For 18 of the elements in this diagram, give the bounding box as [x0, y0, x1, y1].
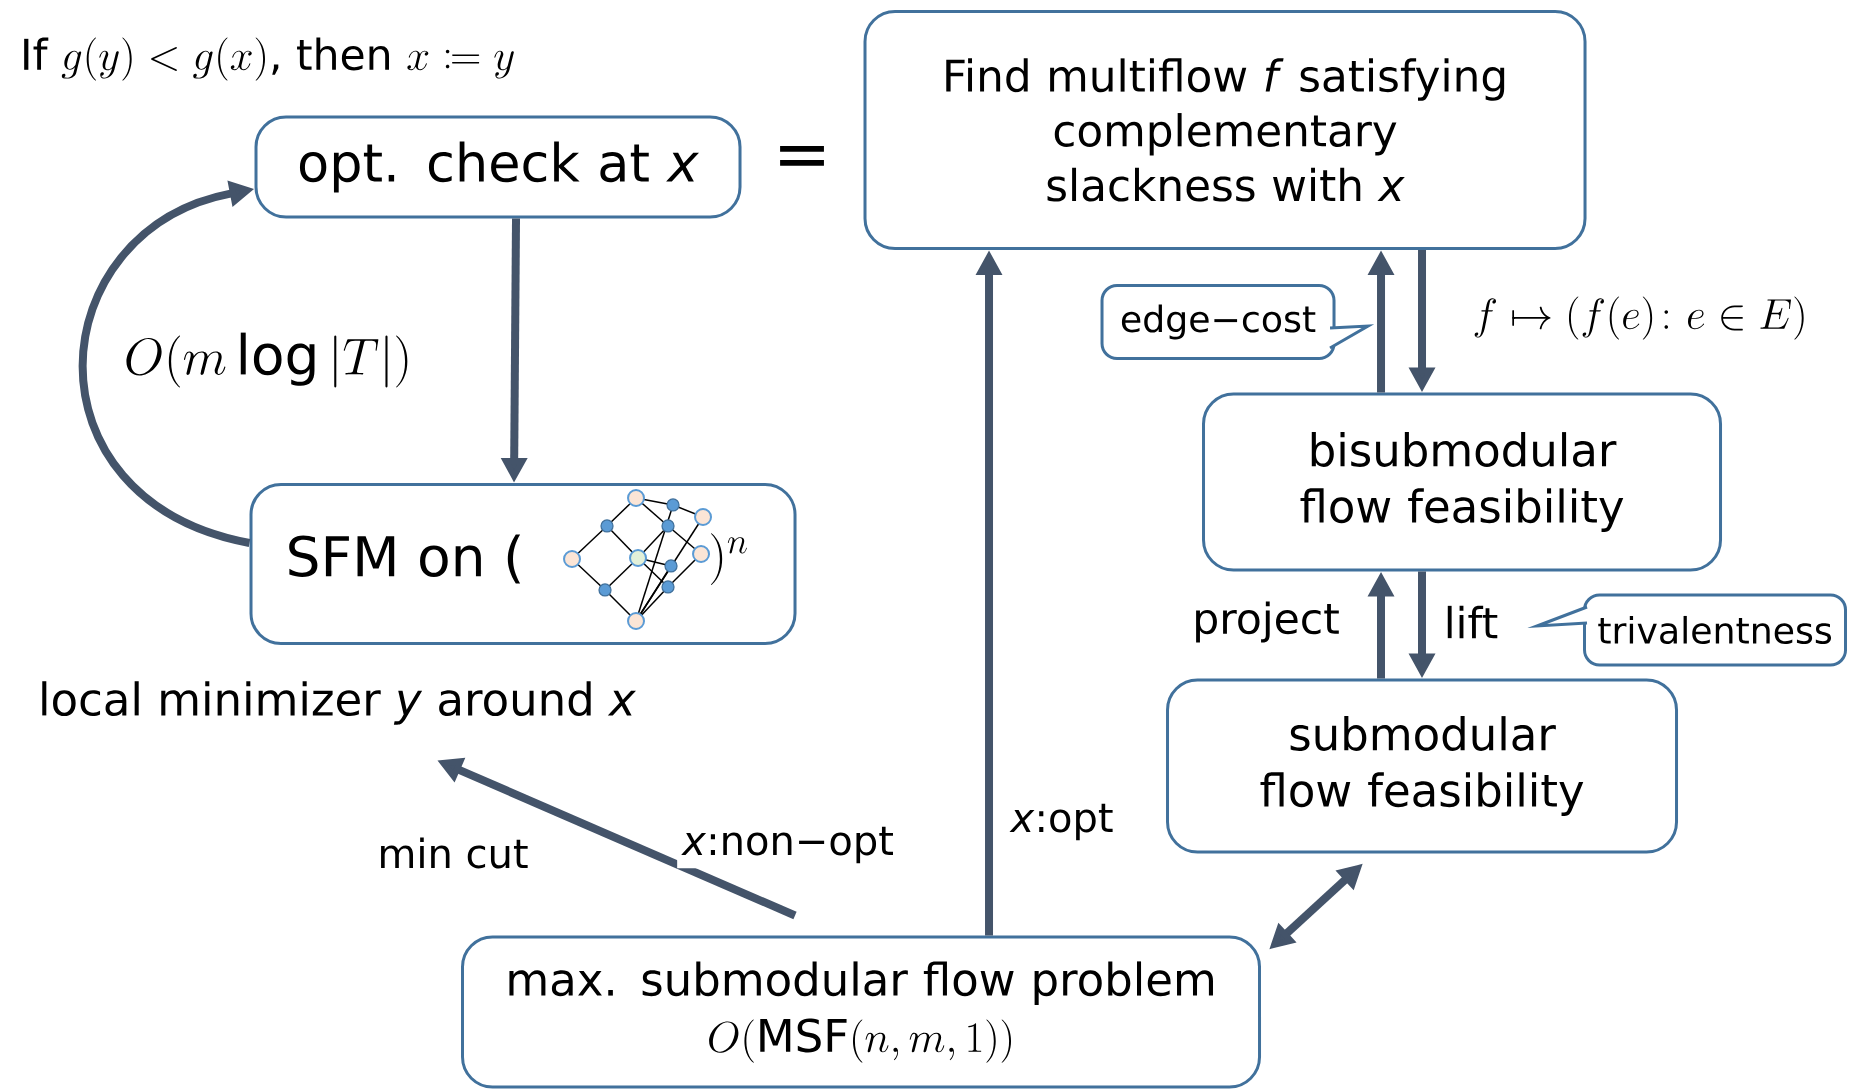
text-label: $\text{If }g(y)<g(x)\text{, then }x\coloneqq y$ [24, 37, 514, 81]
process-box: SFM on ( $)^{n}$ [249, 483, 797, 645]
edge-label: $f\mapsto(f(e)\colon e\in E)$ [1467, 291, 1813, 345]
edge-label: x:opt [1005, 798, 1119, 846]
edge-label: lift [1438, 600, 1504, 644]
process-box: Find multiflow f satisfying complementary slackness with x [863, 10, 1587, 250]
edge-label: $O(m\log|T|)$ [118, 327, 418, 393]
edge-label: project [1187, 596, 1345, 648]
text-label: = [780, 146, 824, 166]
process-box: submodular flow feasibility [1166, 678, 1678, 854]
callout-box: edge−cost [1100, 284, 1375, 360]
process-box: bisubmodular flow feasibility [1202, 392, 1723, 572]
text-label: min cut [381, 837, 528, 869]
text-label: local minimizer y around x [42, 681, 636, 725]
callout-box: trivalentness [1527, 593, 1847, 667]
process-box: max. submodular flow problem $O(\mathrm{MSF}(n,m,1))$ [461, 935, 1261, 1089]
edge-label: x:non−opt [677, 821, 899, 869]
process-box: opt. check at x [254, 115, 742, 219]
